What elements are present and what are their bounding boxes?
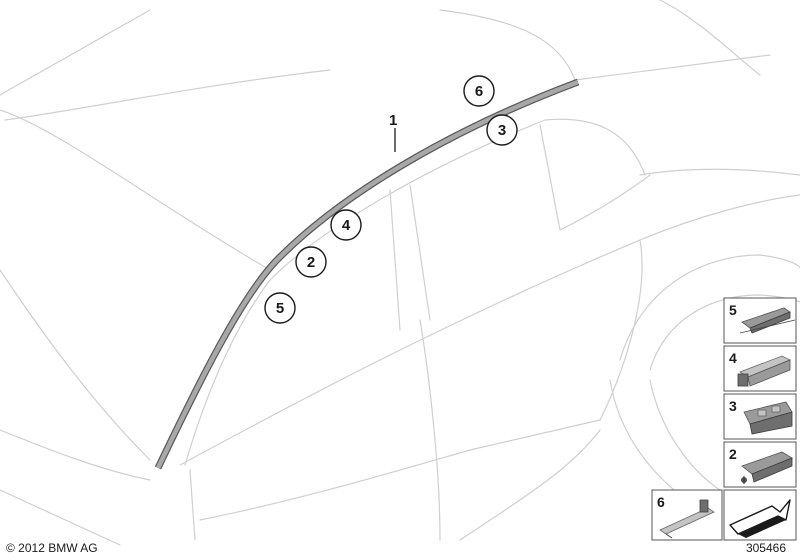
copyright-label: © 2012 BMW AG <box>6 541 98 555</box>
callout-6: 6 <box>463 75 495 107</box>
clip-6-icon <box>659 499 715 539</box>
panel-item-2: 2 <box>723 441 797 488</box>
direction-arrow-box <box>723 489 797 541</box>
panel-item-5-label: 5 <box>729 302 737 318</box>
callout-3-label: 3 <box>498 122 506 139</box>
panel-item-4: 4 <box>723 345 797 392</box>
panel-item-6: 6 <box>651 489 723 541</box>
clip-5-icon <box>739 307 796 334</box>
trim-strip <box>154 78 580 470</box>
callout-2: 2 <box>295 246 327 278</box>
panel-item-6-label: 6 <box>657 494 665 510</box>
panel-item-3-label: 3 <box>729 398 737 414</box>
callout-2-label: 2 <box>307 254 315 271</box>
callout-1: 1 <box>389 112 397 152</box>
clip-2-icon <box>741 451 793 484</box>
callout-4-label: 4 <box>342 217 351 234</box>
callout-3: 3 <box>486 114 518 146</box>
callout-5-label: 5 <box>276 300 284 317</box>
panel-item-2-label: 2 <box>729 446 737 462</box>
panel-item-3: 3 <box>723 393 797 440</box>
clip-3-icon <box>743 401 793 435</box>
panel-item-4-label: 4 <box>729 350 737 366</box>
clip-4-icon <box>737 355 791 387</box>
callout-5: 5 <box>264 292 296 324</box>
arrow-icon <box>729 499 791 538</box>
callout-1-label: 1 <box>389 112 397 129</box>
parts-panel: 5 4 3 <box>651 297 797 541</box>
callout-4: 4 <box>330 209 362 241</box>
panel-item-5: 5 <box>723 297 797 344</box>
callout-6-label: 6 <box>475 83 483 100</box>
diagram-number: 305466 <box>746 541 786 555</box>
car-outline <box>0 0 800 546</box>
